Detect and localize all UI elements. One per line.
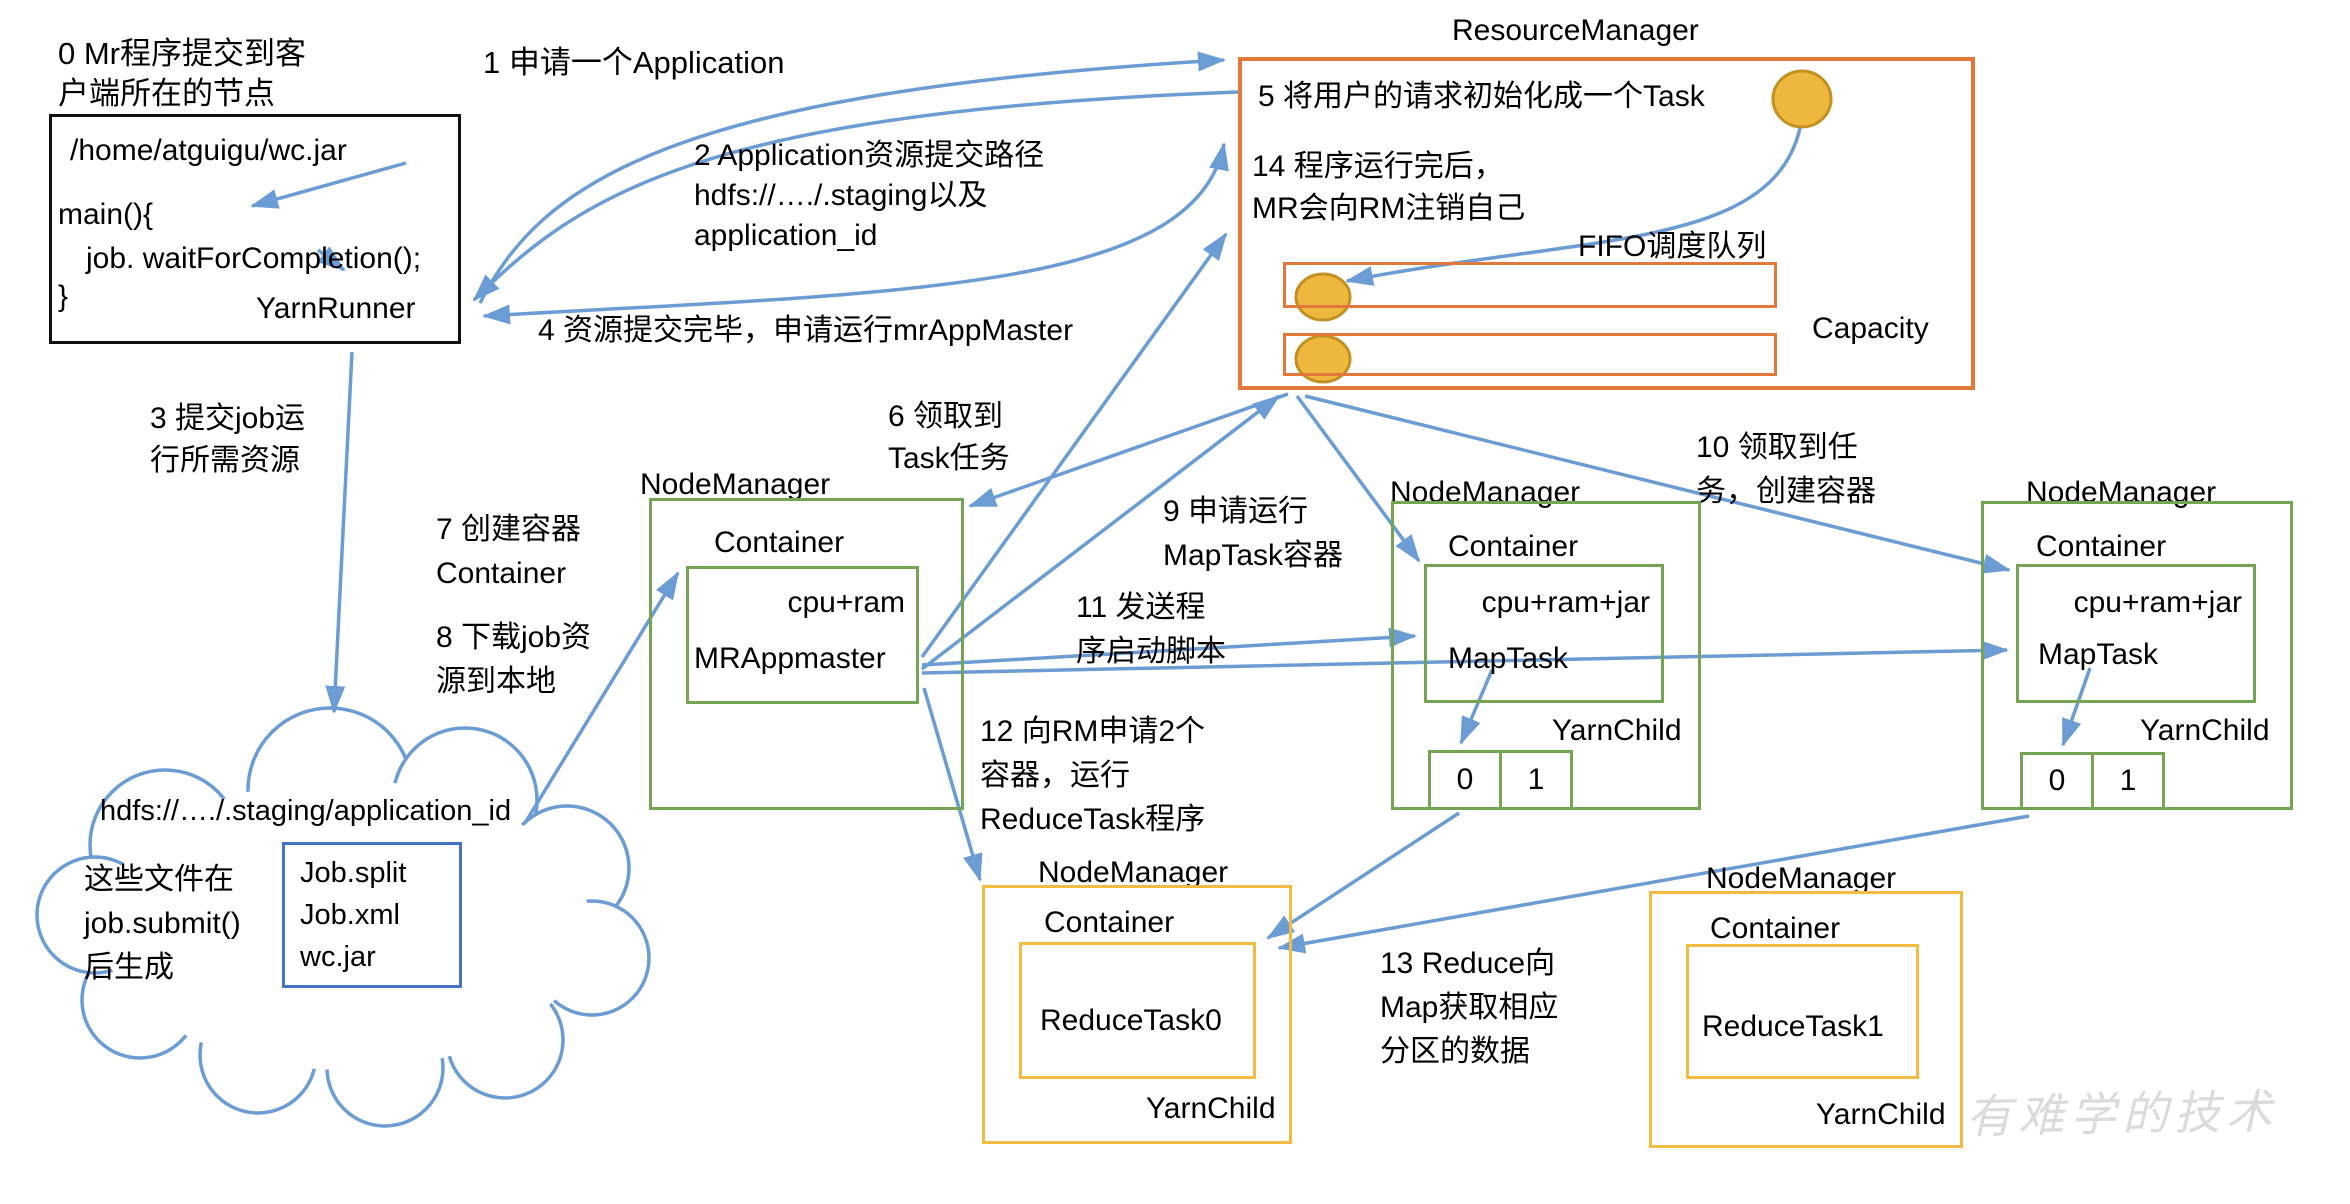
job-file-xml: Job.xml: [300, 899, 400, 931]
client-node-label-line2: 户端所在的节点: [58, 76, 275, 111]
arrow-step4-run-mrappmaster: [482, 142, 1229, 325]
step8-label: 8 下载job资 源到本地: [436, 621, 592, 698]
nodemanager5-container-box: [1686, 944, 1919, 1079]
arrow-step6-get-task: [968, 392, 1289, 508]
nodemanager5-container-label: Container: [1710, 912, 1841, 945]
code-wait-for-completion: job. waitForCompletion();: [86, 242, 422, 275]
fifo-queue-1: [1283, 262, 1777, 308]
nodemanager5-title: NodeManager: [1706, 862, 1897, 895]
watermark-text: 有难学的技术: [1965, 1084, 2279, 1144]
nodemanager2-resource: cpu+ram+jar: [1481, 586, 1650, 619]
resourcemanager-box: [1238, 57, 1975, 390]
hdfs-cloud-shape: [35, 706, 651, 1128]
arrow-jar-to-main: [250, 161, 407, 209]
client-node-label: 0 Mr程序提交到客 户端所在的节点: [58, 34, 306, 114]
nodemanager3-partition-1: 1: [2091, 752, 2165, 810]
step10-label: 10 领取到任 务，创建容器: [1696, 431, 1876, 508]
job-files-box: [282, 842, 462, 988]
nodemanager2-maptask-label: MapTask: [1448, 642, 1569, 675]
step12-label: 12 向RM申请2个 容器，运行 ReduceTask程序: [980, 715, 1206, 836]
nodemanager1-title: NodeManager: [640, 468, 831, 501]
step13-label: 13 Reduce向 Map获取相应 分区的数据: [1380, 947, 1559, 1068]
step9-label: 9 申请运行 MapTask容器: [1163, 495, 1344, 572]
job-file-split: Job.split: [300, 857, 407, 889]
job-files-list: Job.split Job.xml wc.jar: [300, 852, 406, 978]
reducetask0-label: ReduceTask0: [1040, 1004, 1222, 1037]
nodemanager5-box: [1649, 891, 1963, 1148]
cloud-note: 这些文件在 job.submit() 后生成: [84, 863, 241, 984]
step1-label: 1 申请一个Application: [483, 45, 785, 80]
resourcemanager-title: ResourceManager: [1452, 14, 1699, 47]
client-box: [49, 114, 461, 344]
fifo-queue-2: [1283, 333, 1777, 376]
jar-path: /home/atguigu/wc.jar: [70, 134, 347, 167]
arrow-step10-create-container: [1304, 394, 2011, 574]
yarnrunner-label: YarnRunner: [256, 292, 416, 325]
nodemanager2-partition-1: 1: [1499, 750, 1573, 810]
nodemanager2-container-box: [1424, 564, 1664, 703]
arrow-step11-script-nm2: [921, 627, 1417, 667]
step5-label: 5 将用户的请求初始化成一个Task: [1258, 80, 1705, 113]
step7-label: 7 创建容器 Container: [436, 513, 582, 590]
arrow-step3-submit-resources: [325, 351, 354, 714]
nodemanager1-container-label: Container: [714, 526, 845, 559]
task-ellipses: [1294, 69, 1833, 384]
reducetask1-label: ReduceTask1: [1702, 1010, 1884, 1043]
nodemanager1-container-box: [686, 566, 919, 704]
arrow-maptask2-to-partition: [1459, 669, 1494, 745]
nodemanager4-container-label: Container: [1044, 906, 1175, 939]
arrow-wait-for-completion: [316, 246, 346, 272]
nodemanager1-box: [649, 498, 964, 810]
code-brace: }: [58, 280, 69, 313]
nodemanager4-container-box: [1019, 942, 1256, 1079]
nodemanager3-yarnchild-label: YarnChild: [2140, 714, 2270, 747]
arrow-rm-to-nodemanager2: [1295, 394, 1421, 563]
job-file-jar: wc.jar: [300, 941, 376, 973]
step4-label: 4 资源提交完毕，申请运行mrAppMaster: [538, 314, 1074, 347]
nodemanager3-maptask-label: MapTask: [2038, 638, 2159, 671]
task-ellipse-icon: [1771, 69, 1833, 129]
arrow-step13-fetch-nm3: [1277, 814, 2030, 954]
step6-label: 6 领取到 Task任务: [888, 400, 1010, 475]
nodemanager5-yarnchild-label: YarnChild: [1816, 1098, 1946, 1131]
step2-label: 2 Application资源提交路径 hdfs://…./.staging以及…: [694, 139, 1045, 252]
client-node-label-line1: 0 Mr程序提交到客: [58, 36, 306, 71]
nodemanager3-container-box: [2016, 564, 2256, 703]
arrow-step12-request-containers: [920, 394, 1281, 671]
queue2-task-icon: [1294, 334, 1352, 384]
arrow-cloud-to-mrappmaster: [523, 571, 680, 824]
capacity-label: Capacity: [1812, 312, 1929, 345]
step3-label: 3 提交job运 行所需资源: [150, 402, 306, 477]
nodemanager2-partition-0: 0: [1428, 750, 1502, 810]
fifo-queue-label: FIFO调度队列: [1578, 230, 1767, 263]
arrow-mrappmaster-to-reduce-nm: [922, 687, 983, 882]
queue1-task-icon: [1294, 272, 1352, 322]
nodemanager3-resource: cpu+ram+jar: [2073, 586, 2242, 619]
step14-label: 14 程序运行完后， MR会向RM注销自己: [1252, 150, 1526, 225]
nodemanager2-yarnchild-label: YarnChild: [1552, 714, 1682, 747]
arrow-maptask3-to-partition: [2061, 667, 2092, 747]
nodemanager4-title: NodeManager: [1038, 856, 1229, 889]
nodemanager4-box: [982, 885, 1292, 1144]
arrow-step11-script-nm3: [921, 640, 2009, 675]
code-main: main(){: [58, 198, 154, 231]
arrow-step9-request-maptask: [920, 232, 1228, 659]
nodemanager3-partition-0: 0: [2020, 752, 2094, 810]
nodemanager2-container-label: Container: [1448, 530, 1579, 563]
arrow-step13-fetch-nm2: [1266, 811, 1460, 940]
nodemanager1-resource: cpu+ram: [787, 586, 905, 619]
step11-label: 11 发送程 序启动脚本: [1076, 591, 1226, 668]
nodemanager3-container-label: Container: [2036, 530, 2167, 563]
mrappmaster-label: MRAppmaster: [694, 642, 886, 675]
nodemanager4-yarnchild-label: YarnChild: [1146, 1092, 1276, 1125]
cloud-hdfs-path: hdfs://…./.staging/application_id: [100, 795, 512, 827]
